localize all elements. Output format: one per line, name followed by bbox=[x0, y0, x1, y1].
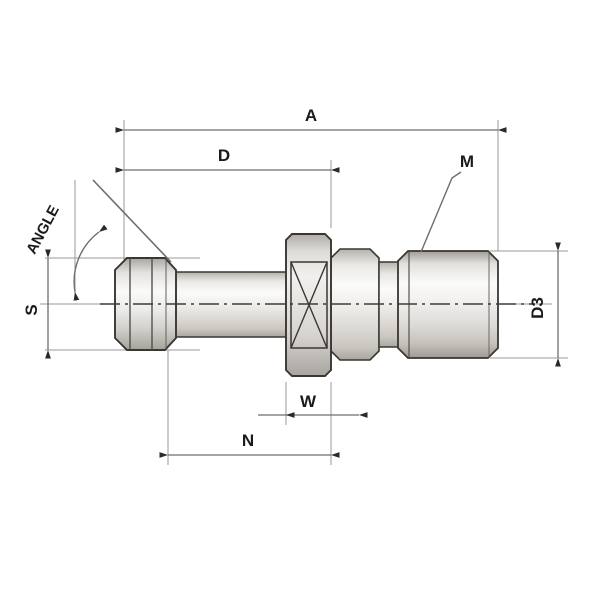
flange-section-hatch-box bbox=[290, 261, 328, 349]
dim-label-M: M bbox=[460, 152, 474, 171]
callout-thread-size: M bbox=[420, 152, 474, 253]
dim-label-S: S bbox=[22, 304, 41, 315]
dimension-flange-width: W bbox=[258, 392, 368, 418]
dim-label-D: D bbox=[218, 146, 230, 165]
dim-label-D3: D3 bbox=[528, 297, 547, 319]
dim-label-N: N bbox=[242, 431, 254, 450]
leader-line-angle-taper bbox=[92, 179, 172, 263]
angle-arc bbox=[73, 224, 108, 301]
dim-label-A: A bbox=[305, 106, 317, 125]
dimension-thread-diameter: D3 bbox=[528, 242, 561, 367]
flange-hatch-diagonal-2 bbox=[290, 261, 328, 349]
dimension-overall-length: A bbox=[115, 106, 507, 133]
dimension-flange-face-distance: D bbox=[115, 146, 340, 173]
dimension-nose-length: N bbox=[159, 431, 340, 458]
leader-line-M bbox=[420, 171, 462, 253]
dimension-head-diameter: S bbox=[22, 249, 51, 359]
dim-label-W: W bbox=[300, 392, 317, 411]
